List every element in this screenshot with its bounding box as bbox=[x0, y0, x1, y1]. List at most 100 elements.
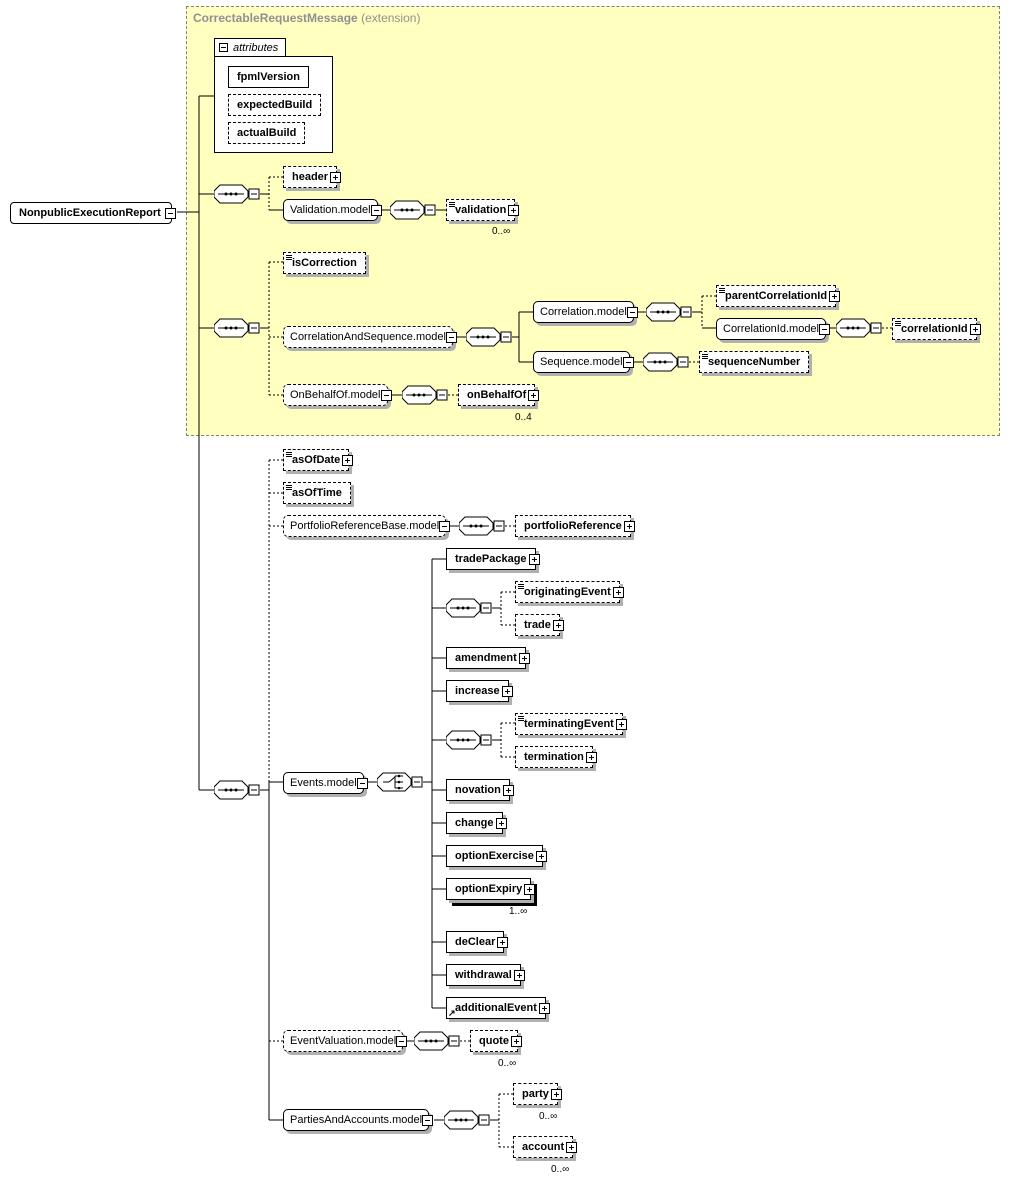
collapse-icon[interactable] bbox=[439, 521, 451, 532]
model-correlation-and-sequence[interactable]: CorrelationAndSequence.model bbox=[283, 326, 457, 348]
element-novation[interactable]: novation bbox=[446, 779, 514, 801]
model-correlationId[interactable]: CorrelationId.model bbox=[716, 318, 830, 340]
expand-icon[interactable] bbox=[585, 752, 597, 763]
sequence-compositor[interactable] bbox=[446, 598, 492, 618]
element-label: correlationId bbox=[901, 323, 968, 335]
expand-icon[interactable] bbox=[502, 785, 514, 796]
sequence-compositor[interactable] bbox=[390, 200, 436, 220]
element-label: tradePackage bbox=[455, 553, 527, 565]
element-quote[interactable]: quote bbox=[470, 1030, 522, 1052]
element-trade[interactable]: trade bbox=[515, 614, 564, 636]
attributes-tab[interactable]: attributes bbox=[214, 38, 286, 57]
collapse-icon[interactable] bbox=[380, 390, 392, 401]
root-element[interactable]: NonpublicExecutionReport bbox=[10, 202, 176, 224]
element-parentCorrelationId[interactable]: parentCorrelationId bbox=[716, 285, 841, 307]
collapse-icon[interactable] bbox=[396, 1036, 408, 1047]
element-optionExercise[interactable]: optionExercise bbox=[446, 845, 547, 867]
expand-icon[interactable] bbox=[612, 587, 624, 598]
sequence-compositor[interactable] bbox=[459, 516, 505, 536]
sequence-compositor[interactable] bbox=[414, 1031, 460, 1051]
collapse-icon[interactable] bbox=[219, 43, 228, 52]
sequence-compositor[interactable] bbox=[446, 730, 492, 750]
element-portfolioReference[interactable]: portfolioReference bbox=[515, 515, 635, 537]
element-validation[interactable]: validation bbox=[446, 199, 520, 221]
model-events[interactable]: Events.model bbox=[283, 772, 368, 794]
expand-icon[interactable] bbox=[528, 554, 540, 565]
collapse-icon[interactable] bbox=[445, 332, 457, 343]
element-isCorrection[interactable]: isCorrection bbox=[283, 252, 366, 274]
expand-icon[interactable] bbox=[615, 719, 627, 730]
element-tradePackage[interactable]: tradePackage bbox=[446, 548, 540, 570]
collapse-icon[interactable] bbox=[356, 778, 368, 789]
collapse-icon[interactable] bbox=[819, 324, 830, 335]
model-portfolio-reference-base[interactable]: PortfolioReferenceBase.model bbox=[283, 515, 451, 537]
element-sequenceNumber[interactable]: sequenceNumber bbox=[699, 351, 810, 373]
expand-icon[interactable] bbox=[501, 686, 513, 697]
expand-icon[interactable] bbox=[535, 851, 547, 862]
expand-icon[interactable] bbox=[552, 620, 564, 631]
collapse-icon[interactable] bbox=[370, 205, 382, 216]
element-termination[interactable]: termination bbox=[515, 746, 597, 768]
element-account[interactable]: account bbox=[513, 1136, 578, 1158]
element-additionalEvent[interactable]: ↗additionalEvent bbox=[446, 997, 550, 1019]
element-correlationId[interactable]: correlationId bbox=[892, 318, 981, 340]
expand-icon[interactable] bbox=[495, 818, 507, 829]
sequence-compositor[interactable] bbox=[214, 318, 260, 338]
element-withdrawal[interactable]: withdrawal bbox=[446, 964, 525, 986]
sequence-compositor[interactable] bbox=[214, 780, 260, 800]
attributes-title: attributes bbox=[233, 42, 279, 54]
expand-icon[interactable] bbox=[623, 521, 635, 532]
element-onBehalfOf[interactable]: onBehalfOf bbox=[458, 384, 540, 406]
element-label: asOfDate bbox=[292, 454, 341, 466]
element-optionExpiry[interactable]: optionExpiry bbox=[446, 878, 536, 900]
collapse-icon[interactable] bbox=[165, 208, 176, 219]
attribute-expectedBuild[interactable]: expectedBuild bbox=[228, 94, 322, 116]
expand-icon[interactable] bbox=[508, 205, 520, 216]
expand-icon[interactable] bbox=[550, 1089, 562, 1100]
expand-icon[interactable] bbox=[538, 1003, 550, 1014]
model-onBehalfOf[interactable]: OnBehalfOf.model bbox=[283, 384, 392, 406]
model-validation[interactable]: Validation.model bbox=[283, 199, 382, 221]
expand-icon[interactable] bbox=[524, 884, 536, 895]
element-increase[interactable]: increase bbox=[446, 680, 513, 702]
expand-icon[interactable] bbox=[969, 324, 981, 335]
element-originatingEvent[interactable]: originatingEvent bbox=[515, 581, 624, 603]
sequence-compositor[interactable] bbox=[836, 318, 882, 338]
sequence-compositor[interactable] bbox=[466, 327, 512, 347]
expand-icon[interactable] bbox=[566, 1142, 578, 1153]
choice-compositor[interactable] bbox=[377, 772, 423, 792]
expand-icon[interactable] bbox=[497, 937, 509, 948]
sequence-compositor[interactable] bbox=[402, 385, 448, 405]
element-party[interactable]: party bbox=[513, 1083, 562, 1105]
expand-icon[interactable] bbox=[330, 172, 342, 183]
element-header[interactable]: header bbox=[283, 166, 342, 188]
extension-suffix-label: (extension) bbox=[361, 11, 421, 25]
sequence-compositor[interactable] bbox=[646, 302, 692, 322]
element-terminatingEvent[interactable]: terminatingEvent bbox=[515, 713, 627, 735]
collapse-icon[interactable] bbox=[622, 357, 634, 368]
collapse-icon[interactable] bbox=[626, 307, 638, 318]
element-asOfTime[interactable]: asOfTime bbox=[283, 482, 351, 504]
sequence-compositor[interactable] bbox=[643, 352, 689, 372]
sequence-compositor[interactable] bbox=[444, 1110, 490, 1130]
expand-icon[interactable] bbox=[513, 970, 525, 981]
expand-icon[interactable] bbox=[528, 390, 540, 401]
expand-icon[interactable] bbox=[342, 455, 354, 466]
collapse-icon[interactable] bbox=[422, 1115, 434, 1126]
attribute-fpmlVersion[interactable]: fpmlVersion bbox=[228, 66, 309, 88]
model-event-valuation[interactable]: EventValuation.model bbox=[283, 1030, 408, 1052]
attribute-label: expectedBuild bbox=[237, 99, 313, 111]
model-sequence[interactable]: Sequence.model bbox=[533, 351, 634, 373]
expand-icon[interactable] bbox=[829, 291, 841, 302]
model-parties-and-accounts[interactable]: PartiesAndAccounts.model bbox=[283, 1109, 434, 1131]
element-change[interactable]: change bbox=[446, 812, 507, 834]
sequence-compositor[interactable] bbox=[214, 184, 260, 204]
model-correlation[interactable]: Correlation.model bbox=[533, 301, 638, 323]
element-amendment[interactable]: amendment bbox=[446, 647, 530, 669]
element-deClear[interactable]: deClear bbox=[446, 931, 509, 953]
expand-icon[interactable] bbox=[518, 653, 530, 664]
element-asOfDate[interactable]: asOfDate bbox=[283, 449, 354, 471]
attribute-actualBuild[interactable]: actualBuild bbox=[228, 122, 306, 144]
expand-icon[interactable] bbox=[510, 1036, 522, 1047]
